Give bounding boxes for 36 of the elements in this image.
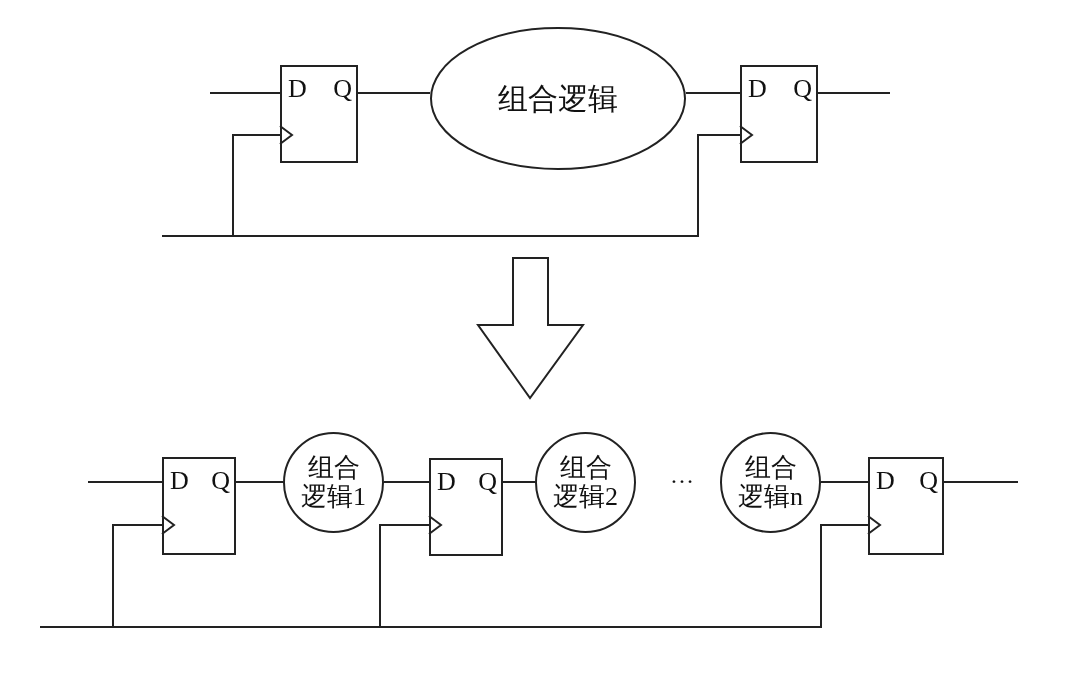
pin-label: Q bbox=[793, 75, 812, 103]
clock-wire bbox=[161, 125, 753, 237]
logic-label: 组合逻辑n bbox=[737, 453, 804, 512]
flip-flop-box bbox=[740, 65, 818, 163]
flip-flop-box bbox=[429, 458, 503, 556]
wire bbox=[943, 481, 1019, 483]
logic-circle bbox=[535, 432, 636, 533]
flip-flop-box bbox=[868, 457, 944, 555]
flip-flop-box bbox=[280, 65, 358, 163]
wire bbox=[87, 481, 163, 483]
wire bbox=[817, 92, 891, 94]
wire bbox=[685, 92, 741, 94]
ellipsis-label: … bbox=[670, 462, 694, 489]
pin-label: D bbox=[288, 75, 307, 103]
logic-label: 组合逻辑2 bbox=[552, 453, 619, 512]
wire bbox=[502, 481, 536, 483]
pin-label: Q bbox=[211, 467, 230, 495]
wire bbox=[357, 92, 431, 94]
logic-circle bbox=[283, 432, 384, 533]
pin-label: Q bbox=[333, 75, 352, 103]
pin-label: D bbox=[170, 467, 189, 495]
pin-label: Q bbox=[919, 467, 938, 495]
flip-flop-box bbox=[162, 457, 236, 555]
logic-circle bbox=[720, 432, 821, 533]
wire bbox=[235, 481, 284, 483]
pin-label: Q bbox=[478, 468, 497, 496]
pin-label: D bbox=[437, 468, 456, 496]
clock-wire bbox=[39, 515, 881, 628]
logic-ellipse bbox=[430, 27, 686, 170]
wire bbox=[820, 481, 869, 483]
logic-label: 组合逻辑 bbox=[498, 82, 618, 115]
pin-label: D bbox=[876, 467, 895, 495]
wire bbox=[383, 481, 430, 483]
pin-label: D bbox=[748, 75, 767, 103]
logic-label: 组合逻辑1 bbox=[300, 453, 367, 512]
wire bbox=[209, 92, 281, 94]
